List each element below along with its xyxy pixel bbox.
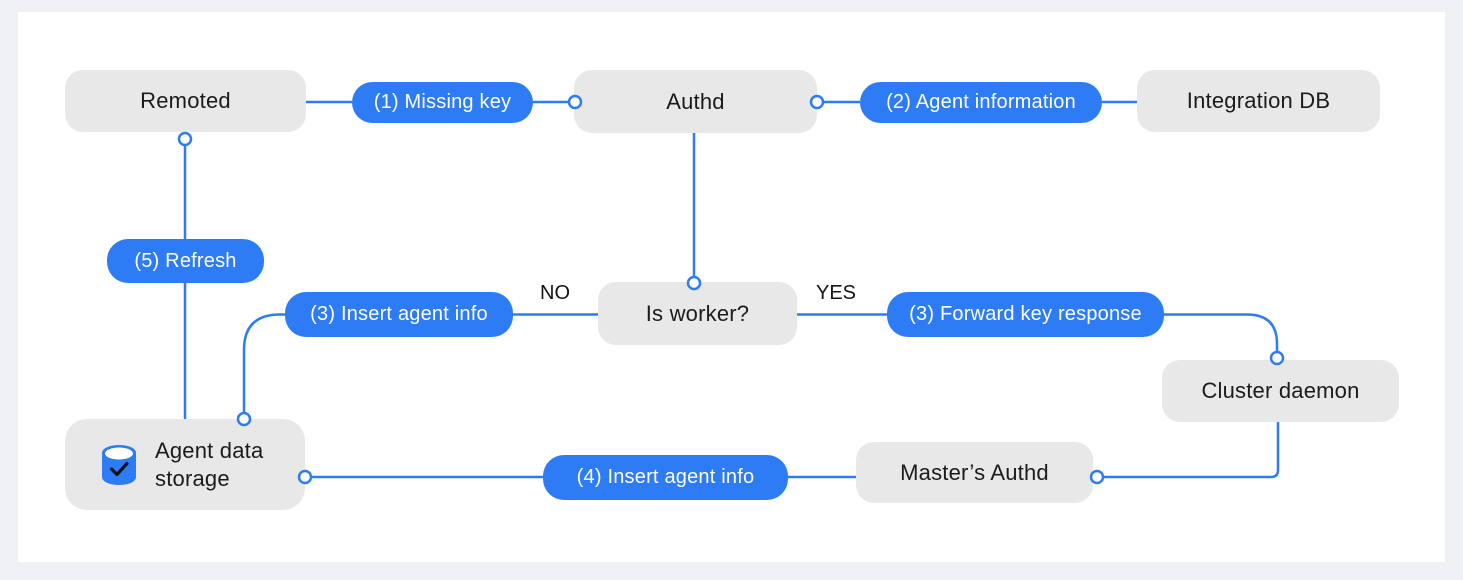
edge-label-insert-agent-info-3: (3) Insert agent info — [285, 292, 513, 337]
edge-label-insert-agent-info-4: (4) Insert agent info — [543, 455, 788, 500]
node-integration-db: Integration DB — [1137, 70, 1380, 132]
edge-label-agent-information-text: (2) Agent information — [886, 91, 1076, 113]
edge-label-refresh: (5) Refresh — [107, 239, 264, 283]
edge-label-missing-key-text: (1) Missing key — [373, 91, 512, 113]
edge-label-agent-information: (2) Agent information — [860, 82, 1102, 123]
edge-label-refresh-text: (5) Refresh — [134, 249, 237, 272]
storage-label-line2: storage — [155, 465, 230, 491]
node-is-worker: Is worker? — [598, 282, 797, 345]
node-cluster-daemon: Cluster daemon — [1162, 360, 1399, 422]
node-integration-db-label: Integration DB — [1186, 88, 1331, 113]
edge-label-forward-key-response-text: (3) Forward key response — [909, 303, 1142, 325]
branch-label-no: NO — [540, 282, 570, 304]
node-agent-data-storage-label: Agent data storage — [155, 437, 263, 493]
node-remoted-label: Remoted — [140, 88, 231, 113]
node-is-worker-label: Is worker? — [645, 300, 750, 326]
edge-label-insert-agent-info-3-text: (3) Insert agent info — [310, 303, 488, 325]
node-authd: Authd — [574, 70, 817, 133]
branch-label-yes: YES — [815, 282, 857, 304]
node-masters-authd-label: Master’s Authd — [900, 459, 1049, 485]
node-agent-data-storage: Agent data storage — [65, 419, 305, 510]
edge-label-forward-key-response: (3) Forward key response — [887, 292, 1164, 337]
edge-label-insert-agent-info-4-text: (4) Insert agent info — [576, 466, 755, 488]
node-masters-authd: Master’s Authd — [856, 442, 1093, 503]
edge-label-missing-key: (1) Missing key — [352, 82, 533, 123]
node-cluster-daemon-label: Cluster daemon — [1201, 378, 1360, 403]
database-check-icon — [102, 444, 136, 485]
node-authd-label: Authd — [666, 88, 725, 114]
storage-label-line1: Agent data — [155, 437, 264, 463]
node-remoted: Remoted — [65, 70, 306, 132]
